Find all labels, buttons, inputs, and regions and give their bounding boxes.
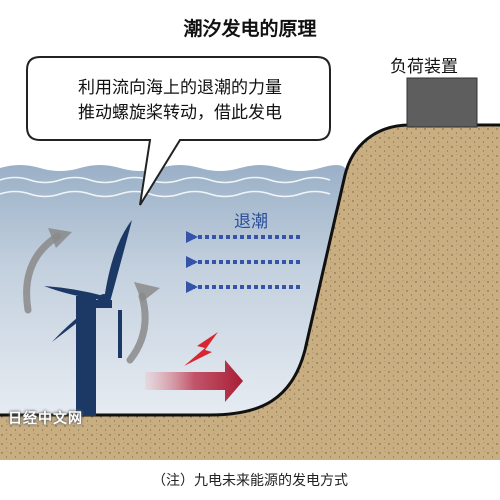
diagram-title: 潮汐发电的原理 [183, 18, 317, 40]
load-device-label: 负荷装置 [390, 57, 458, 77]
rotation-arrow-icon [23, 232, 149, 364]
caption-note: （注）九电未来能源的发电方式 [152, 473, 348, 489]
ebb-flow-arrows [186, 231, 300, 293]
speech-bubble [26, 56, 331, 206]
speech-bubble-line-1: 利用流向海上的退潮的力量 [78, 78, 282, 98]
speech-bubble-line-2: 推动螺旋桨转动，借此发电 [78, 103, 282, 123]
turbine-icon [44, 220, 132, 416]
watermark: 日经中文网 [8, 411, 83, 427]
ebb-tide-label: 退潮 [234, 212, 268, 232]
lightning-icon [184, 332, 218, 366]
load-device-box [406, 77, 478, 128]
power-output-arrow [145, 360, 243, 402]
sea-surface-waves [0, 176, 331, 198]
speech-bubble-text: 利用流向海上的退潮的力量 推动螺旋桨转动，借此发电 [30, 76, 330, 126]
land [0, 123, 500, 460]
